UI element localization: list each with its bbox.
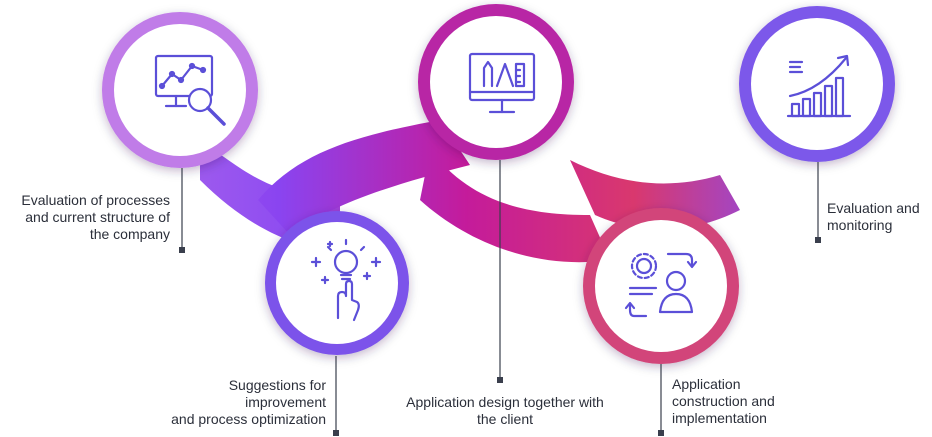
node-2-circle xyxy=(265,211,409,355)
leader-lines xyxy=(179,160,821,436)
lightbulb-hand-icon xyxy=(310,238,382,322)
step-label-suggestions: Suggestions for improvement and process … xyxy=(171,377,326,427)
node-3-circle xyxy=(418,4,574,160)
growth-bar-chart-icon xyxy=(786,54,852,118)
step-label-design: Application design together with the cli… xyxy=(406,394,604,427)
monitor-magnifier-chart-icon xyxy=(154,54,226,126)
node-1-circle xyxy=(102,12,258,168)
monitor-design-tools-icon xyxy=(468,52,536,114)
user-gear-cycle-icon xyxy=(624,252,698,318)
step-label-evaluation: Evaluation of processes and current stru… xyxy=(21,192,170,242)
step-label-monitoring: Evaluation and monitoring xyxy=(827,200,920,233)
node-4-circle xyxy=(583,208,739,364)
step-label-construction: Application construction and implementat… xyxy=(672,376,775,426)
